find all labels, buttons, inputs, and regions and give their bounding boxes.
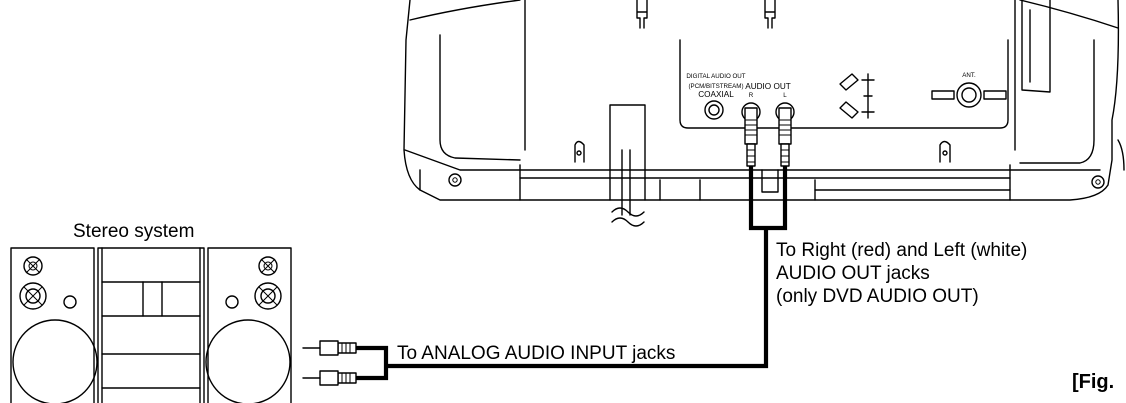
antenna-label: ANT. bbox=[962, 72, 976, 79]
stereo-main-unit bbox=[97, 247, 205, 403]
jack-l-label: L bbox=[783, 92, 787, 99]
stereo-system bbox=[10, 247, 292, 403]
rca-plug-r bbox=[744, 107, 758, 167]
cable-clamp-icon bbox=[839, 73, 859, 91]
left-speaker bbox=[10, 247, 98, 403]
figure-reference: [Fig. bbox=[1072, 371, 1114, 393]
coaxial-label: COAXIAL bbox=[698, 90, 734, 99]
digital-audio-out-label: DIGITAL AUDIO OUT bbox=[686, 73, 745, 80]
pcm-bitstream-label: (PCM/BITSTREAM) bbox=[689, 83, 744, 90]
right-speaker bbox=[205, 247, 292, 403]
antenna-jack[interactable] bbox=[956, 82, 982, 108]
coaxial-jack[interactable] bbox=[704, 100, 724, 120]
jack-r-label: R bbox=[749, 92, 754, 99]
to-analog-input-label: To ANALOG AUDIO INPUT jacks bbox=[397, 343, 675, 364]
rca-plug-stereo-top bbox=[302, 340, 357, 356]
to-right-left-label-line2: AUDIO OUT jacks bbox=[776, 263, 930, 284]
tv-rear-panel: DIGITAL AUDIO OUT (PCM/BITSTREAM) COAXIA… bbox=[403, 0, 1125, 227]
stereo-system-label: Stereo system bbox=[73, 221, 194, 242]
rca-plug-stereo-bottom bbox=[302, 370, 357, 386]
rca-plug-l bbox=[778, 107, 792, 167]
to-right-left-label-line1: To Right (red) and Left (white) bbox=[776, 240, 1027, 261]
audio-out-label: AUDIO OUT bbox=[745, 82, 791, 91]
to-right-left-label-line3: (only DVD AUDIO OUT) bbox=[776, 286, 979, 307]
audio-cable-stereo bbox=[356, 228, 769, 381]
audio-cable-tv bbox=[748, 166, 788, 231]
